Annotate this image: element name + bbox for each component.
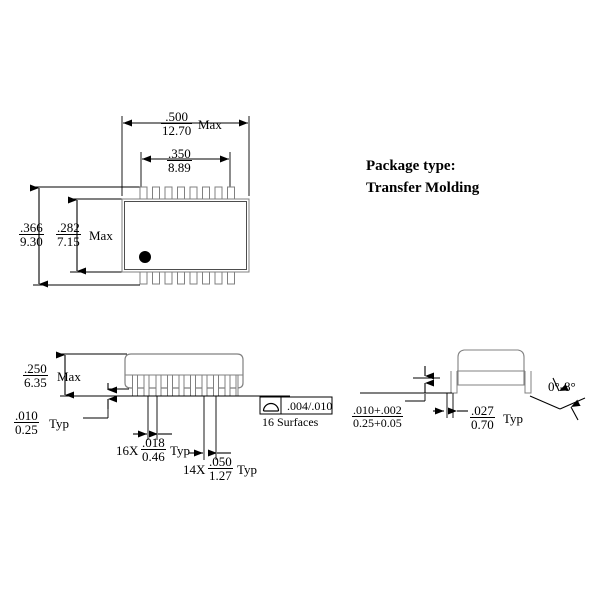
dimension-overall-width-mm: 9.30 (20, 234, 43, 250)
fcf-surfaces-caption: 16 Surfaces (262, 415, 319, 429)
fcf-tolerance-value: .004/.010 (287, 399, 333, 413)
dimension-lead-pitch-note: Typ (237, 462, 258, 477)
dimension-lead-pitch: .050 1.27 (208, 455, 233, 483)
front-view-dimensions (56, 351, 290, 460)
dimension-overall-height-note: Max (57, 369, 81, 384)
dimension-standoff-note: Typ (49, 416, 70, 431)
dimension-overall-width: .366 9.30 (19, 221, 44, 249)
end-view-dimensions (360, 366, 586, 421)
dimension-body-length: .350 8.89 (167, 147, 192, 175)
dimension-overall-width-inch: .366 (19, 220, 44, 236)
dimension-standoff-inch: .010 (14, 408, 39, 424)
dimension-lead-width: .018 0.46 (141, 436, 166, 464)
dimension-standoff: .010 0.25 (14, 409, 39, 437)
dimension-lead-width-note: Typ (170, 443, 191, 458)
dimension-body-width-inch: .282 (56, 220, 81, 236)
dimension-lead-width-mm: 0.46 (142, 449, 165, 465)
dimension-lead-pitch-inch: .050 (208, 454, 233, 470)
dimension-overall-height-inch: .250 (23, 361, 48, 377)
end-view-geometry (450, 349, 532, 394)
package-type-label-line1: Package type: (366, 158, 456, 174)
dimension-overall-height: .250 6.35 (23, 362, 48, 390)
dimension-foot-length: .027 0.70 (470, 404, 495, 432)
feature-control-frame-box (259, 396, 333, 415)
dimension-overall-length-note: Max (198, 117, 222, 132)
dimension-lead-pitch-mm: 1.27 (209, 468, 232, 484)
dimension-lead-width-inch: .018 (141, 435, 166, 451)
front-view-leads (132, 374, 239, 397)
dimension-foot-length-inch: .027 (470, 403, 495, 419)
pin1-indicator-dot (139, 251, 151, 263)
dimension-overall-length-mm: 12.70 (162, 123, 192, 139)
dimension-lead-thickness: .010+.002 0.25+0.05 (352, 404, 403, 430)
dimension-overall-length: .500 12.70 (161, 110, 193, 139)
dimension-foot-length-note: Typ (503, 411, 524, 426)
dimension-lead-thickness-mm: 0.25+0.05 (353, 416, 402, 431)
dimension-lead-width-prefix: 16X (116, 443, 139, 458)
dimension-lead-thickness-inch: .010+.002 (352, 403, 403, 418)
dimension-standoff-mm: 0.25 (15, 422, 38, 438)
dimension-body-length-mm: 8.89 (168, 160, 191, 176)
dimension-overall-height-mm: 6.35 (24, 375, 47, 391)
package-type-value: Transfer Molding (366, 180, 480, 196)
dimension-foot-length-mm: 0.70 (471, 417, 494, 433)
dimension-draft-angle: 0°-8° (548, 379, 576, 394)
dimension-body-length-inch: .350 (167, 146, 192, 162)
dimension-body-width-mm: 7.15 (57, 234, 80, 250)
dimension-body-width-note: Max (89, 228, 113, 243)
dimension-lead-pitch-prefix: 14X (183, 462, 206, 477)
dimension-body-width: .282 7.15 (56, 221, 81, 249)
dimension-overall-length-inch: .500 (161, 110, 193, 125)
